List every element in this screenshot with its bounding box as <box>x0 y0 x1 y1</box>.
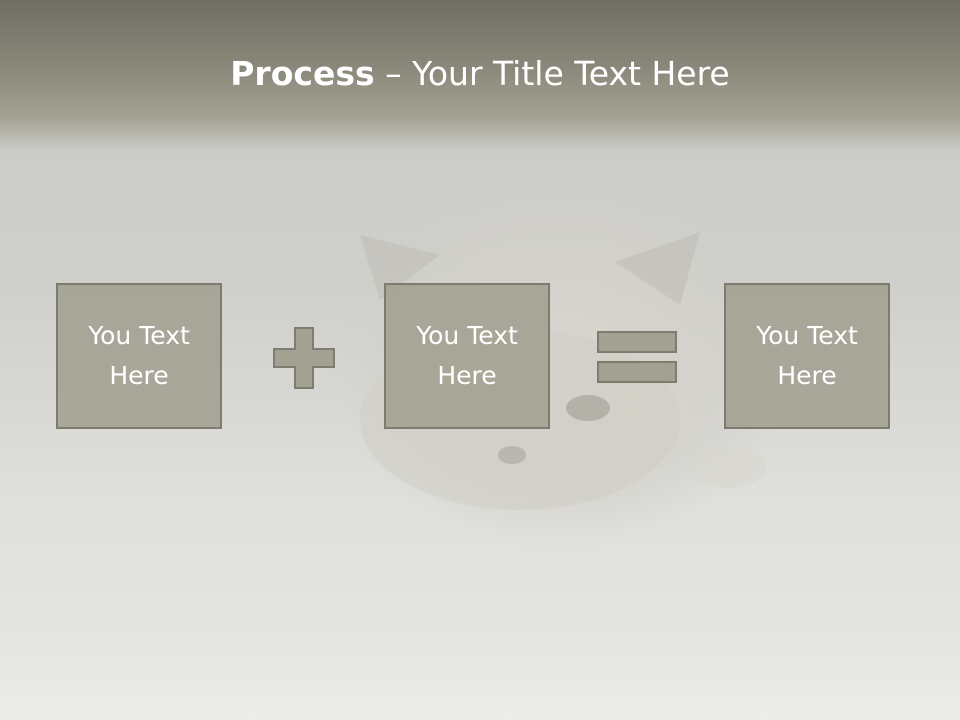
title-strong: Process <box>230 54 375 93</box>
process-box-1-text: You Text Here <box>88 321 190 390</box>
plus-icon <box>273 327 335 389</box>
process-box-3-text: You Text Here <box>756 321 858 390</box>
process-box-2[interactable]: You Text Here <box>384 283 550 429</box>
process-box-1[interactable]: You Text Here <box>56 283 222 429</box>
equals-icon <box>597 331 677 383</box>
title-rest: – Your Title Text Here <box>374 54 730 93</box>
process-box-2-text: You Text Here <box>416 321 518 390</box>
process-box-3[interactable]: You Text Here <box>724 283 890 429</box>
title-band <box>0 0 960 150</box>
slide-title: Process – Your Title Text Here <box>0 52 960 96</box>
